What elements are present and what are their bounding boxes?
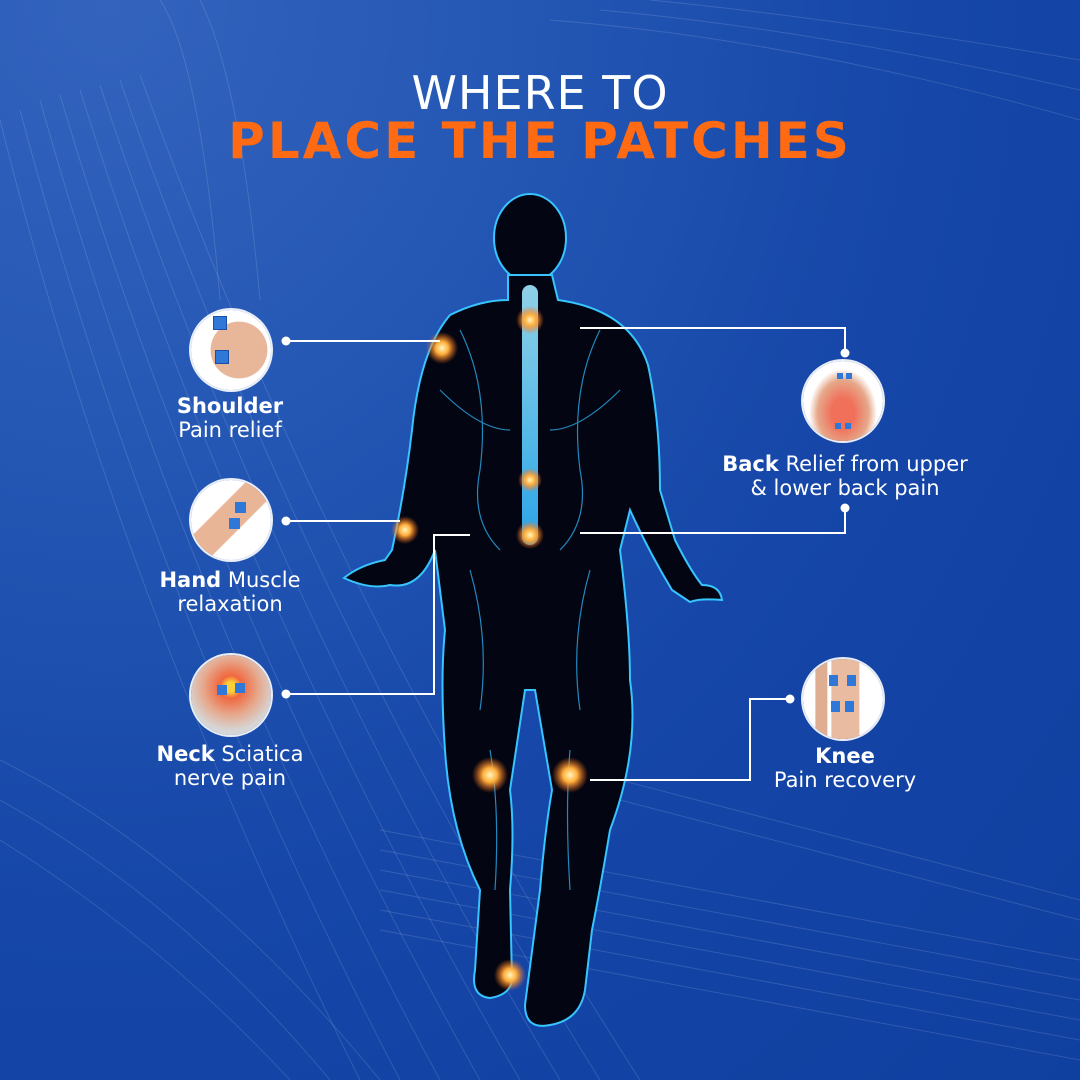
placement-label-knee: Knee Pain recovery [760,744,930,792]
placement-desc-shoulder: Pain relief [178,418,282,442]
placement-title-shoulder: Shoulder [176,394,284,418]
title-line-2: PLACE THE PATCHES [228,112,852,170]
lower-back-patch-photo-icon [191,655,271,735]
placement-desc-back-1: Relief from upper [778,452,968,476]
placement-title-knee: Knee [815,744,875,768]
forearm-patch-photo-icon [191,480,271,560]
placement-label-back: Back Relief from upper & lower back pain [700,452,990,500]
shoulder-patch-photo-icon [191,310,271,390]
placement-desc-neck-2: nerve pain [173,766,287,790]
placement-desc-hand-2: relaxation [177,592,283,616]
back-patch-photo-icon [803,361,883,441]
placement-desc-neck-1: Sciatica [214,742,304,766]
placement-title-hand: Hand [159,568,222,592]
placement-title-back: Back [722,452,779,476]
placement-desc-hand-1: Muscle [221,568,301,592]
placement-label-hand: Hand Muscle relaxation [140,568,320,616]
placement-label-shoulder: Shoulder Pain relief [150,394,310,442]
placement-desc-knee: Pain recovery [773,768,917,792]
human-body-back-view-icon [342,193,724,1027]
placement-title-neck: Neck [156,742,215,766]
knee-patch-photo-icon [803,659,883,739]
placement-label-neck: Neck Sciatica nerve pain [140,742,320,790]
title-line-1: WHERE TO [411,66,669,120]
placement-desc-back-2: & lower back pain [750,476,940,500]
